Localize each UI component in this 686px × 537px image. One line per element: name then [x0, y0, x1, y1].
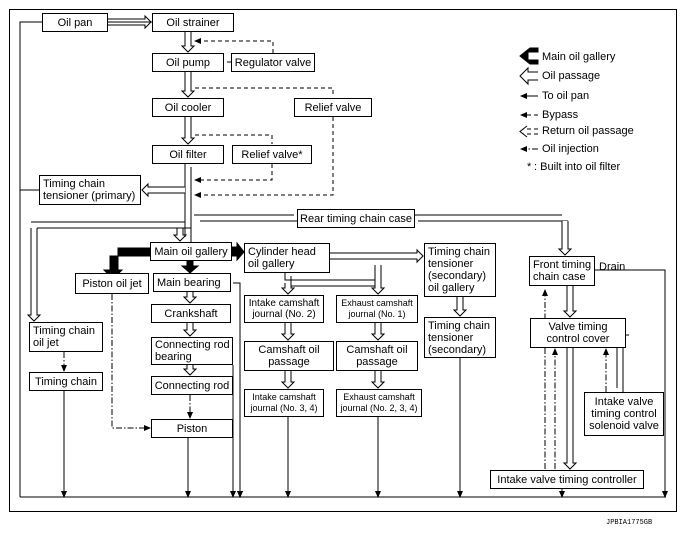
legend-to-oil-pan-label: To oil pan [542, 90, 590, 102]
valve-timing-control-cover-box: Valve timing control cover [530, 318, 626, 348]
cyl-head-to-tct-gallery-arrow [330, 248, 424, 264]
oil-pump-box: Oil pump [152, 53, 224, 72]
connecting-rod-box: Connecting rod [151, 376, 233, 395]
j1-to-passage-arrow [370, 323, 386, 341]
timing-chain-tensioner-secondary-box: Timing chain tensioner (secondary) [424, 317, 496, 358]
relief-builtin-in [195, 134, 273, 144]
camshaft-oil-passage-box-2: Camshaft oil passage [336, 341, 418, 371]
legend-note-label: : Built into oil filter [534, 161, 621, 173]
intake-camshaft-journal-no34-box: Intake camshaft journal (No. 3, 4) [244, 389, 324, 417]
relief-valve-out [194, 117, 334, 198]
crankshaft-box: Crankshaft [151, 304, 231, 323]
drain-line [595, 269, 666, 497]
relief-valve-box: Relief valve [294, 98, 372, 117]
cyl-head-branch [290, 276, 381, 287]
piston-box: Piston [151, 419, 233, 438]
regulator-bypass [194, 38, 274, 53]
legend-oil-passage-label: Oil passage [542, 70, 601, 82]
exhaust-camshaft-journal-no1-box: Exhaust camshaft journal (No. 1) [336, 295, 418, 323]
connecting-rod-bearing-box: Connecting rod bearing [151, 337, 233, 365]
strainer-to-pump-arrow [180, 32, 196, 53]
oil-pan-box: Oil pan [42, 13, 108, 32]
passage-to-j234-arrow [370, 371, 386, 389]
camshaft-oil-passage-box-1: Camshaft oil passage [244, 341, 334, 371]
diagram-frame [9, 9, 677, 512]
legend-bypass-label: Bypass [542, 109, 579, 121]
legend-main-oil-gallery-label: Main oil gallery [542, 51, 616, 63]
to-intake-j2-arrow [280, 283, 296, 295]
front-timing-chain-case-box: Front timing chain case [529, 256, 595, 286]
conrod-bearing-to-conrod-arrow [182, 365, 198, 376]
timing-chain-tensioner-primary-box: Timing chain tensioner (primary) [39, 175, 141, 205]
cylinder-head-oil-gallery-box: Cylinder head oil gallery [244, 243, 330, 273]
relief-builtin-out [194, 164, 273, 183]
to-tc-oil-jet-arrow [26, 228, 42, 322]
main-bearing-box: Main bearing [153, 273, 231, 292]
intake-valve-timing-controller-box: Intake valve timing controller [490, 470, 644, 489]
cooler-to-filter-arrow [180, 117, 196, 145]
pump-to-cooler-arrow [180, 72, 196, 98]
oil-cooler-box: Oil cooler [152, 98, 224, 117]
main-gallery-to-cyl-head-arrow [231, 241, 245, 262]
oil-strainer-box: Oil strainer [152, 13, 234, 32]
timing-chain-tensioner-secondary-oil-gallery-box: Timing chain tensioner (secondary) oil g… [424, 243, 496, 297]
regulator-valve-box: Regulator valve [231, 53, 315, 72]
crank-to-conrod-bearing-arrow [182, 323, 198, 337]
tct-gallery-to-tct-arrow [452, 297, 468, 317]
cyl-head-branch [284, 270, 375, 281]
to-exhaust-j1-arrow [370, 265, 386, 295]
trunk-to-tensioner-primary-arrow [141, 182, 185, 198]
main-bearing-to-crank-arrow [182, 292, 198, 304]
legend-oil-passage-symbol [519, 66, 538, 86]
timing-chain-box: Timing chain [29, 372, 103, 391]
exhaust-camshaft-journal-no234-box: Exhaust camshaft journal (No. 2, 3, 4) [336, 389, 422, 417]
drain-label: Drain [599, 261, 626, 273]
to-front-case-arrow [557, 221, 573, 256]
vtc-to-controller-arrow [562, 348, 578, 470]
main-bearing-drain [233, 282, 243, 498]
legend-return-head [519, 125, 528, 138]
legend-main-gallery-symbol [519, 47, 539, 65]
j2-to-passage-arrow [280, 323, 296, 341]
piston-oil-jet-box: Piston oil jet [75, 273, 149, 294]
oil-filter-box: Oil filter [152, 145, 224, 164]
trunk-to-main-gallery-arrow [172, 228, 188, 242]
legend-return-oil-passage-label: Return oil passage [542, 125, 634, 137]
rear-timing-chain-case-box: Rear timing chain case [297, 209, 415, 228]
return-trunk-left [19, 21, 152, 497]
main-oil-gallery-box: Main oil gallery [150, 242, 232, 261]
main-gallery-to-main-bearing-arrow [180, 260, 200, 274]
relief-valve-builtin-box: Relief valve* [232, 145, 312, 164]
figure-code: JPBIA1775GB [606, 519, 653, 527]
passage-to-j34-arrow [280, 371, 296, 389]
intake-camshaft-journal-no2-box: Intake camshaft journal (No. 2) [244, 295, 324, 323]
legend-note-symbol: * [527, 161, 532, 173]
relief-valve-in [195, 87, 334, 97]
legend-oil-injection-label: Oil injection [542, 143, 599, 155]
timing-chain-oil-jet-box: Timing chain oil jet [29, 322, 103, 352]
front-case-to-vtc-arrow [562, 286, 578, 318]
intake-valve-timing-control-solenoid-box: Intake valve timing control solenoid val… [584, 392, 664, 436]
piston-jet-injection [111, 294, 151, 431]
